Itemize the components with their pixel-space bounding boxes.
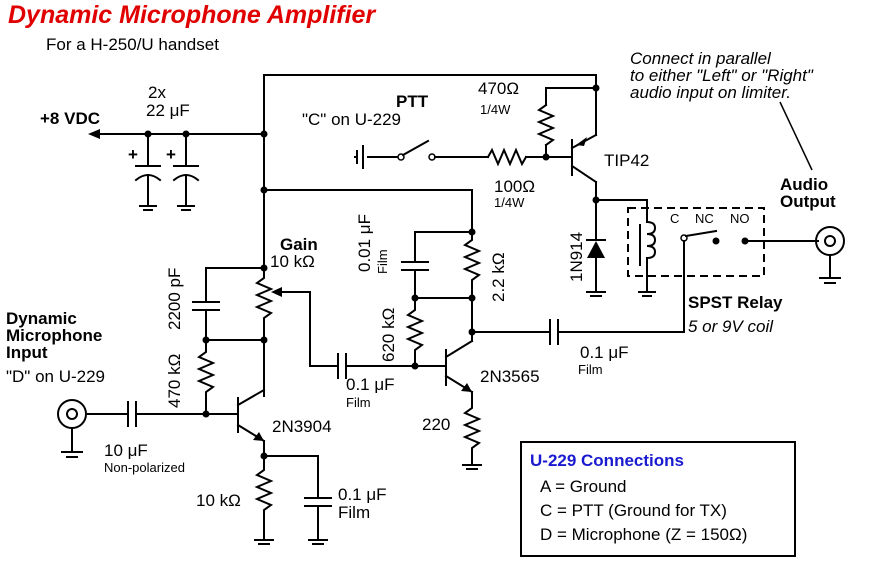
cap-22uf-label: 22 μF	[146, 101, 190, 120]
diode-1n914	[586, 199, 606, 297]
resistor-470k	[196, 339, 216, 418]
r620k-label: 620 kΩ	[379, 307, 398, 362]
page-title: Dynamic Microphone Amplifier	[8, 1, 376, 29]
r22k-label: 2.2 kΩ	[489, 252, 508, 302]
c01-bot-film-label: Film	[338, 503, 371, 522]
gain-value-label: 10 kΩ	[270, 252, 315, 271]
resistor-220	[462, 391, 482, 470]
relay-nc-label: NC	[695, 211, 714, 226]
transistor-2n3904	[149, 388, 268, 460]
transistor-2n3565	[405, 331, 474, 394]
r470-label: 470Ω	[478, 79, 520, 98]
note-line-1: Connect in parallel	[630, 49, 771, 68]
c001-label: 0.01 μF	[355, 214, 374, 272]
gain-potentiometer	[254, 189, 311, 397]
mic-input-label-3: Input	[6, 343, 48, 362]
relay-c-label: C	[670, 211, 680, 226]
audio-output-label-2: Output	[780, 192, 836, 211]
relay-coil-label: 5 or 9V coil	[688, 317, 774, 336]
capacitor-0-1uf-output	[471, 319, 685, 345]
supply-rail	[88, 74, 600, 191]
cap-count-label: 2x	[148, 83, 166, 102]
mic-input-label-1: Dynamic	[6, 309, 77, 328]
capacitor-0-01uf	[401, 231, 476, 302]
resistor-620k	[405, 297, 425, 370]
q2n3904-label: 2N3904	[272, 417, 332, 436]
r10k-label: 10 kΩ	[196, 491, 241, 510]
c2200-label: 2200 pF	[165, 267, 184, 330]
upper-branch-wire	[260, 186, 476, 236]
ptt-label: PTT	[396, 92, 429, 111]
r220-label: 220	[422, 415, 451, 434]
capacitor-10uf	[87, 401, 151, 427]
c01-mid-film-label: Film	[346, 395, 371, 410]
capacitor-0-1uf-mid	[309, 353, 407, 379]
ptt-c-label: "C" on U-229	[302, 110, 402, 129]
relay-title-label: SPST Relay	[688, 293, 783, 312]
relay-no-label: NO	[730, 211, 750, 226]
resistor-100	[486, 147, 573, 167]
c01-out-label: 0.1 μF	[580, 343, 629, 362]
diode-label: 1N914	[567, 231, 586, 282]
capacitor-22uf-2	[172, 130, 200, 211]
r470k-label: 470 kΩ	[165, 353, 184, 408]
c10uf-np-label: Non-polarized	[104, 460, 185, 475]
audio-output-label-1: Audio	[780, 175, 829, 194]
legend-item-c: C = PTT (Ground for TX)	[540, 501, 727, 520]
tip42-label: TIP42	[604, 151, 650, 170]
capacitor-22uf-1	[134, 130, 162, 211]
resistor-2-2k	[462, 231, 482, 336]
legend-item-d: D = Microphone (Z = 150Ω)	[540, 525, 748, 544]
transistor-tip42	[570, 133, 600, 204]
mic-input-d-label: "D" on U-229	[6, 367, 106, 386]
legend-item-a: A = Ground	[540, 477, 627, 496]
c01-mid-label: 0.1 μF	[346, 375, 395, 394]
audio-output-jack	[815, 226, 845, 284]
r100-watt-label: 1/4W	[494, 195, 525, 210]
cap-plus-2: +	[166, 145, 176, 164]
spst-relay	[595, 199, 819, 333]
r470-watt-label: 1/4W	[480, 102, 511, 117]
vdc-label: +8 VDC	[40, 109, 100, 128]
legend-box	[520, 441, 796, 557]
q2n3565-label: 2N3565	[480, 367, 540, 386]
c01-bot-label: 0.1 μF	[338, 485, 387, 504]
mic-input-label-2: Microphone	[6, 326, 103, 345]
legend-title: U-229 Connections	[530, 451, 684, 470]
r100-label: 100Ω	[494, 177, 536, 196]
note-line-3: audio input on limiter.	[630, 83, 791, 102]
capacitor-0-1uf-bottom	[263, 455, 332, 545]
resistor-470	[536, 103, 556, 158]
c10uf-label: 10 μF	[104, 441, 148, 460]
cap-plus-1: +	[128, 145, 138, 164]
subtitle: For a H-250/U handset	[46, 35, 219, 54]
ptt-switch	[354, 139, 489, 169]
mic-input-jack	[57, 399, 87, 458]
capacitor-2200pf	[192, 267, 265, 344]
resistor-10k-emitter	[254, 455, 274, 545]
c001-film-label: Film	[375, 249, 390, 274]
gain-label: Gain	[280, 235, 318, 254]
c01-out-film-label: Film	[578, 362, 603, 377]
note-line-2: to either "Left" or "Right"	[630, 66, 813, 85]
